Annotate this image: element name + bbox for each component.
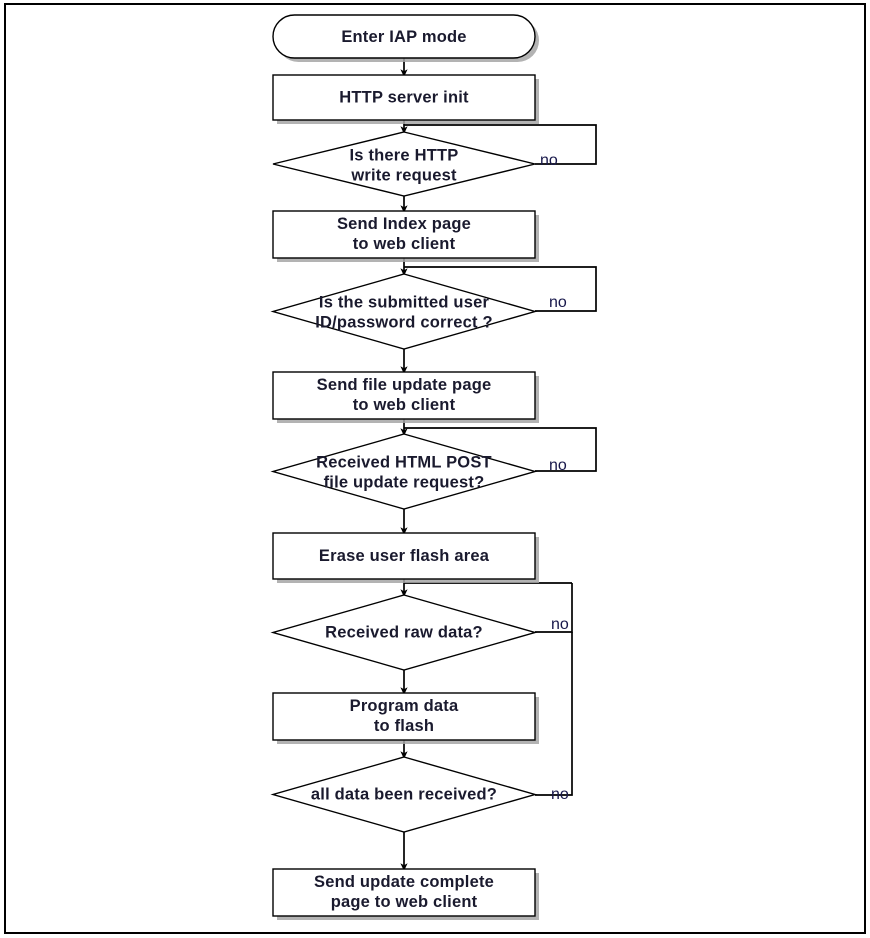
node-is-there-http-write-request[interactable]: Is there HTTP write request [272,131,536,197]
erase-user-flash-area-label: Erase user flash area [319,547,490,565]
branch-label-no-received-raw-data: no [551,616,569,633]
send-index-page-shape [272,210,536,259]
branch-label-no-html-post-request: no [549,457,567,474]
program-data-to-flash-shape [272,692,536,741]
enter-iap-mode-shape [272,14,536,59]
node-received-html-post-file-update-request[interactable]: Received HTML POST file update request? [270,433,538,510]
connectors [400,58,597,872]
loop-no-html-post-request [404,427,597,472]
all-data-been-received-shape [270,756,538,833]
enter-iap-mode-label: Enter IAP mode [341,28,466,46]
received-html-post-line2: file update request? [324,473,485,491]
is-there-http-write-request-shape [272,131,536,197]
erase-user-flash-area-shape [272,532,536,580]
loop-no-all-data-received [535,632,573,796]
send-update-complete-page-line2: page to web client [331,893,478,911]
node-send-index-page[interactable]: Send Index page to web client [272,210,539,262]
node-enter-iap-mode[interactable]: Enter IAP mode [272,14,539,62]
all-data-been-received-label: all data been received? [311,785,497,803]
node-send-file-update-page[interactable]: Send file update page to web client [272,371,539,423]
program-data-to-flash-line2: to flash [374,717,434,735]
send-index-page-line1: Send Index page [337,215,471,233]
send-file-update-page-shape [272,371,536,420]
is-user-id-password-correct-line2: ID/password correct ? [315,313,493,331]
loop-no-user-id-password [404,266,597,312]
node-received-raw-data[interactable]: Received raw data? [270,594,538,671]
node-erase-user-flash-area[interactable]: Erase user flash area [272,532,539,583]
send-file-update-page-line1: Send file update page [317,376,492,394]
node-send-update-complete-page[interactable]: Send update complete page to web client [272,868,539,920]
http-server-init-label: HTTP server init [339,88,469,106]
branch-labels: no no no no no [540,152,569,803]
send-update-complete-page-shape [272,868,536,917]
send-index-page-line2: to web client [353,235,456,253]
loop-no-http-write-request [404,124,597,165]
is-there-http-write-request-line2: write request [350,166,457,184]
is-there-http-write-request-line1: Is there HTTP [350,146,459,164]
branch-label-no-http-write-request: no [540,152,558,169]
program-data-to-flash-line1: Program data [350,697,459,715]
received-html-post-file-update-request-shape [270,433,538,510]
branch-label-no-user-id-password: no [549,294,567,311]
http-server-init-shape [272,74,536,121]
node-program-data-to-flash[interactable]: Program data to flash [272,692,539,744]
node-is-user-id-password-correct[interactable]: Is the submitted user ID/password correc… [270,273,538,350]
received-raw-data-label: Received raw data? [325,623,483,641]
received-raw-data-shape [270,594,538,671]
node-http-server-init[interactable]: HTTP server init [272,74,539,124]
is-user-id-password-correct-shape [270,273,538,350]
branch-label-no-all-data-received: no [551,786,569,803]
send-update-complete-page-line1: Send update complete [314,873,494,891]
received-html-post-line1: Received HTML POST [316,453,492,471]
send-file-update-page-line2: to web client [353,396,456,414]
is-user-id-password-correct-line1: Is the submitted user [319,293,490,311]
node-all-data-been-received[interactable]: all data been received? [270,756,538,833]
